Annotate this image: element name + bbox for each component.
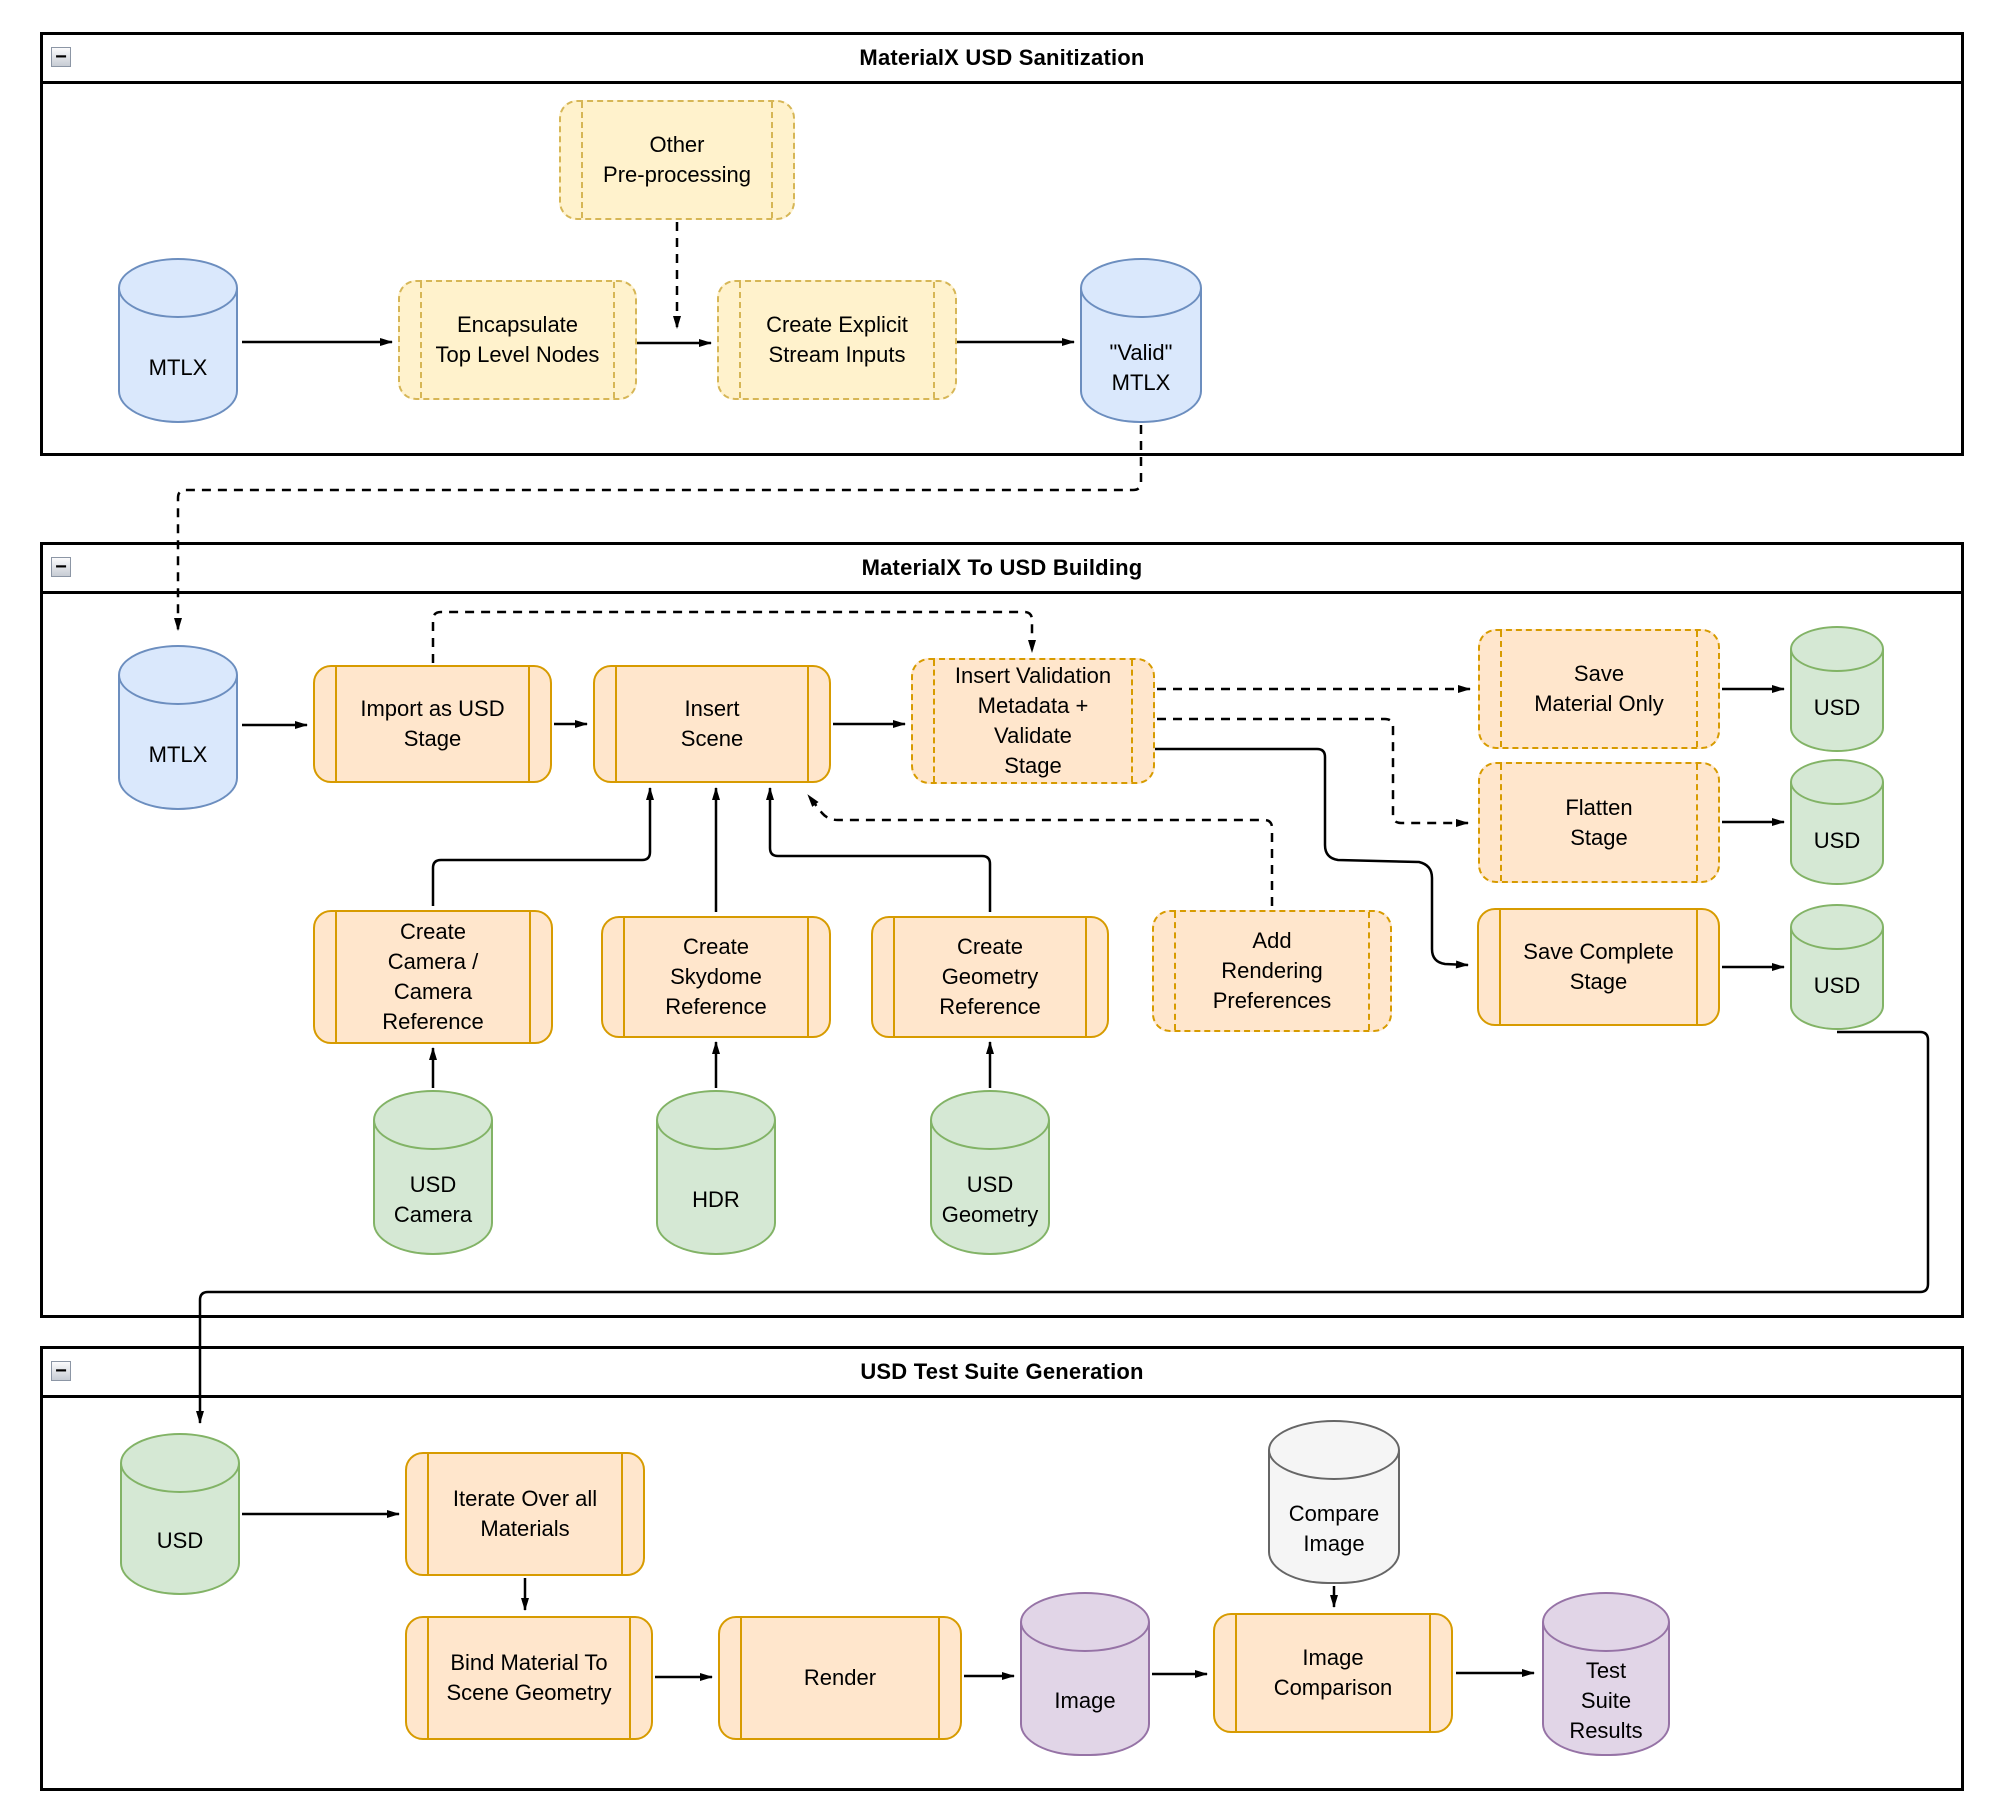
collapse-button[interactable]: −	[51, 557, 71, 577]
test-suite-results-cylinder[interactable]: Test Suite Results	[1542, 1592, 1670, 1756]
usd-test-input-cylinder[interactable]: USD	[120, 1433, 240, 1595]
usd-material-output-cylinder[interactable]: USD	[1790, 626, 1884, 752]
import-as-usd-stage-box[interactable]: Import as USD Stage	[313, 665, 552, 783]
hdr-cylinder[interactable]: HDR	[656, 1090, 776, 1255]
edge-geometry-to-scene	[766, 787, 992, 912]
node-label: Insert Validation Metadata + Validate St…	[954, 663, 1112, 778]
collapse-button[interactable]: −	[51, 1361, 71, 1381]
edge-rendering-prefs-to-scene	[807, 794, 1274, 906]
render-box[interactable]: Render	[718, 1616, 962, 1740]
edge-validation-to-save-complete	[1155, 747, 1469, 969]
cylinder-top-ellipse	[656, 1090, 776, 1150]
encapsulate-top-level-nodes-box[interactable]: Encapsulate Top Level Nodes	[398, 280, 637, 400]
node-label: Save Material Only	[1534, 661, 1664, 716]
collapse-button[interactable]: −	[51, 47, 71, 67]
node-label: Other Pre-processing	[603, 132, 751, 187]
valid-mtlx-cylinder[interactable]: "Valid" MTLX	[1080, 258, 1202, 423]
node-label: Create Skydome Reference	[665, 934, 767, 1019]
cylinder-top-ellipse	[930, 1090, 1050, 1150]
cylinder-top-ellipse	[1542, 1592, 1670, 1652]
node-label: Image Comparison	[1273, 1645, 1393, 1700]
cylinder-top-ellipse	[118, 258, 238, 318]
container-title: MaterialX To USD Building	[861, 555, 1143, 580]
bind-material-box[interactable]: Bind Material To Scene Geometry	[405, 1616, 653, 1740]
cylinder-top-ellipse	[1790, 904, 1884, 950]
container-title: MaterialX USD Sanitization	[859, 45, 1145, 70]
building-mtlx-cylinder[interactable]: MTLX	[118, 645, 238, 810]
compare-image-cylinder[interactable]: Compare Image	[1268, 1420, 1400, 1584]
test-suite-header: − USD Test Suite Generation	[43, 1349, 1961, 1398]
image-comparison-box[interactable]: Image Comparison	[1213, 1613, 1453, 1733]
node-label: Encapsulate Top Level Nodes	[435, 312, 600, 367]
node-label: Create Explicit Stream Inputs	[766, 312, 908, 367]
sanitization-frame: − MaterialX USD Sanitization	[40, 32, 1964, 456]
iterate-over-materials-box[interactable]: Iterate Over all Materials	[405, 1452, 645, 1576]
create-explicit-stream-inputs-box[interactable]: Create Explicit Stream Inputs	[717, 280, 957, 400]
usd-complete-output-cylinder[interactable]: USD	[1790, 904, 1884, 1030]
node-label: Image	[1054, 1688, 1116, 1713]
node-label: "Valid" MTLX	[1109, 339, 1173, 395]
node-label: USD Geometry	[941, 1171, 1039, 1227]
cylinder-top-ellipse	[1268, 1420, 1400, 1480]
node-label: Create Geometry Reference	[939, 934, 1041, 1019]
node-label: Insert Scene	[680, 696, 744, 751]
edge-import-to-validation	[431, 610, 1036, 663]
other-preprocessing-box[interactable]: Other Pre-processing	[559, 100, 795, 220]
node-label: USD	[1813, 695, 1861, 720]
mtlx-source-cylinder[interactable]: MTLX	[118, 258, 238, 423]
node-label: USD	[1813, 828, 1861, 853]
node-label: USD	[156, 1528, 204, 1553]
cylinder-top-ellipse	[1790, 626, 1884, 672]
create-camera-reference-box[interactable]: Create Camera / Camera Reference	[313, 910, 553, 1044]
node-label: Save Complete Stage	[1523, 939, 1674, 994]
node-label: Test Suite Results	[1569, 1658, 1643, 1743]
minus-icon: −	[55, 46, 67, 68]
node-label: USD	[1813, 973, 1861, 998]
insert-scene-box[interactable]: Insert Scene	[593, 665, 831, 783]
node-label: Import as USD Stage	[360, 696, 505, 751]
usd-geometry-cylinder[interactable]: USD Geometry	[930, 1090, 1050, 1255]
node-label: HDR	[692, 1186, 740, 1212]
cylinder-top-ellipse	[1790, 759, 1884, 805]
flatten-stage-box[interactable]: Flatten Stage	[1478, 762, 1720, 883]
node-label: Bind Material To Scene Geometry	[446, 1650, 612, 1705]
node-label: Create Camera / Camera Reference	[382, 919, 484, 1034]
minus-icon: −	[55, 1360, 67, 1382]
node-label: Add Rendering Preferences	[1212, 928, 1332, 1013]
node-label: MTLX	[148, 354, 208, 380]
add-rendering-preferences-box[interactable]: Add Rendering Preferences	[1152, 910, 1392, 1032]
edge-validmtlx-to-building-mtlx	[174, 425, 1143, 631]
create-geometry-reference-box[interactable]: Create Geometry Reference	[871, 916, 1109, 1038]
image-cylinder[interactable]: Image	[1020, 1592, 1150, 1756]
create-skydome-reference-box[interactable]: Create Skydome Reference	[601, 916, 831, 1038]
node-label: Compare Image	[1288, 1501, 1380, 1556]
edge-camera-to-scene	[431, 787, 654, 906]
edge-validation-to-flatten	[1157, 717, 1469, 827]
node-label: Render	[803, 1665, 877, 1690]
node-label: MTLX	[148, 741, 208, 767]
usd-camera-cylinder[interactable]: USD Camera	[373, 1090, 493, 1255]
sanitization-header: − MaterialX USD Sanitization	[43, 35, 1961, 84]
node-label: USD Camera	[393, 1171, 473, 1227]
save-material-only-box[interactable]: Save Material Only	[1478, 629, 1720, 749]
save-complete-stage-box[interactable]: Save Complete Stage	[1477, 908, 1720, 1026]
container-title: USD Test Suite Generation	[860, 1359, 1144, 1384]
cylinder-top-ellipse	[118, 645, 238, 705]
cylinder-top-ellipse	[120, 1433, 240, 1493]
cylinder-top-ellipse	[373, 1090, 493, 1150]
building-header: − MaterialX To USD Building	[43, 545, 1961, 594]
cylinder-top-ellipse	[1080, 258, 1202, 318]
cylinder-top-ellipse	[1020, 1592, 1150, 1652]
node-label: Iterate Over all Materials	[452, 1486, 598, 1541]
insert-validation-metadata-box[interactable]: Insert Validation Metadata + Validate St…	[911, 658, 1155, 784]
node-label: Flatten Stage	[1565, 794, 1633, 850]
usd-flatten-output-cylinder[interactable]: USD	[1790, 759, 1884, 885]
minus-icon: −	[55, 556, 67, 578]
edge-usd-to-test-suite	[196, 1030, 1930, 1424]
